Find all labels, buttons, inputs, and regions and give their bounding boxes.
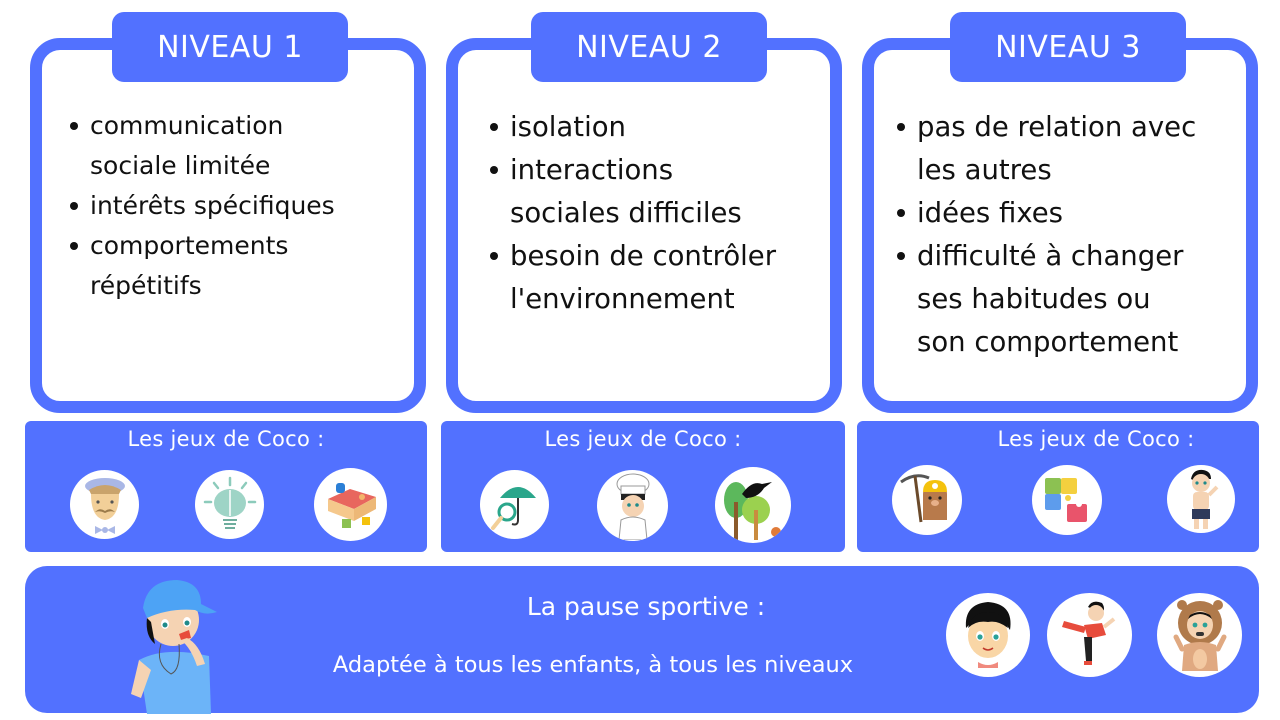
- level-3-title: NIVEAU 3: [950, 12, 1186, 82]
- banner-subtitle: Adaptée à tous les enfants, à tous les n…: [332, 652, 854, 678]
- level-3-card: pas de relation avec les autres idées fi…: [862, 38, 1258, 413]
- bullet-item: besoin de contrôler l'environnement: [489, 235, 776, 321]
- sport-break-banner: La pause sportive : Adaptée à tous les e…: [25, 566, 1259, 714]
- games-panel-1: Les jeux de Coco :: [25, 421, 427, 552]
- games-panel-3: Les jeux de Coco :: [857, 421, 1259, 552]
- level-1-bullets: communication sociale limitée intérêts s…: [70, 106, 335, 306]
- games-title: Les jeux de Coco :: [544, 427, 742, 451]
- bullet-item: intérêts spécifiques: [70, 186, 335, 226]
- bullet-item: idées fixes: [896, 192, 1196, 235]
- level-3-bullets: pas de relation avec les autres idées fi…: [896, 106, 1196, 364]
- man-with-beret-icon[interactable]: [70, 470, 139, 539]
- bullet-item: difficulté à changer ses habitudes ou so…: [896, 235, 1196, 364]
- crow-in-trees-icon[interactable]: [715, 467, 791, 543]
- bullet-item: isolation: [489, 106, 776, 149]
- bullet-item: interactions sociales difficiles: [489, 149, 776, 235]
- boy-kicking-icon[interactable]: [1047, 593, 1132, 677]
- brain-lightbulb-icon[interactable]: [195, 470, 264, 539]
- coach-whistle-icon: [125, 574, 225, 718]
- boy-face-icon[interactable]: [946, 593, 1030, 677]
- boy-swimsuit-icon[interactable]: [1167, 465, 1235, 533]
- bullet-item: communication sociale limitée: [70, 106, 335, 186]
- puzzle-pieces-icon[interactable]: [1032, 465, 1102, 535]
- games-title: Les jeux de Coco :: [127, 427, 325, 451]
- child-chef-icon[interactable]: [597, 470, 668, 541]
- shape-sorter-box-icon[interactable]: [314, 468, 387, 541]
- level-2-card: isolation interactions sociales difficil…: [446, 38, 842, 413]
- level-1-card: communication sociale limitée intérêts s…: [30, 38, 426, 413]
- boy-lion-costume-icon[interactable]: [1157, 593, 1242, 677]
- umbrella-magnifier-icon[interactable]: [480, 470, 549, 539]
- banner-title: La pause sportive :: [526, 592, 766, 621]
- level-2-bullets: isolation interactions sociales difficil…: [489, 106, 776, 321]
- miner-mole-icon[interactable]: [892, 465, 962, 535]
- bullet-item: pas de relation avec les autres: [896, 106, 1196, 192]
- bullet-item: comportements répétitifs: [70, 226, 335, 306]
- level-2-title: NIVEAU 2: [531, 12, 767, 82]
- games-title: Les jeux de Coco :: [997, 427, 1195, 451]
- level-1-title: NIVEAU 1: [112, 12, 348, 82]
- games-panel-2: Les jeux de Coco :: [441, 421, 845, 552]
